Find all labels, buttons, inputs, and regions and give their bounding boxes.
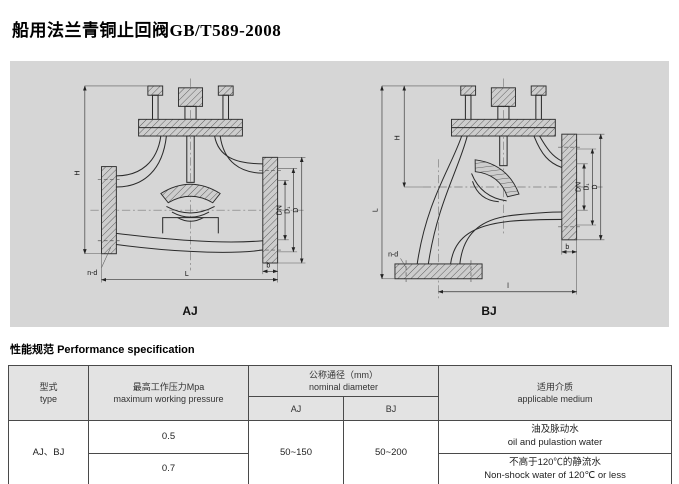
dim-d-label: D (293, 208, 300, 213)
col-diameter-bj: BJ (342, 396, 440, 422)
cell-medium-1: 油及脉动水 oil and pulastion water (438, 420, 673, 454)
dim-l-label: L (184, 271, 188, 278)
cell-medium-1-en: oil and pulastion water (507, 437, 603, 449)
cell-aj-range: 50~150 (248, 420, 344, 484)
col-medium-en: applicable medium (517, 394, 593, 405)
dim-d1-label: D₁ (583, 183, 590, 191)
col-type: 型式 type (8, 364, 89, 422)
col-diameter-aj: AJ (248, 396, 344, 422)
col-type-en: type (39, 394, 57, 405)
spec-heading: 性能规范 Performance specification (10, 341, 669, 357)
col-diameter-zh: 公称通径（mm） (309, 370, 378, 380)
dim-dn-label: DN (276, 205, 283, 215)
dim-nd-label: n-d (87, 270, 97, 277)
valve-disc (470, 159, 520, 203)
cell-medium-2: 不高于120℃的静流水 Non-shock water of 120℃ or l… (438, 452, 673, 484)
col-medium: 适用介质 applicable medium (438, 364, 673, 422)
cell-bj-range: 50~200 (342, 420, 440, 484)
col-medium-zh: 适用介质 (537, 382, 574, 392)
spec-heading-zh: 性能规范 (10, 344, 54, 356)
col-pressure: 最高工作压力Mpa maximum working pressure (88, 364, 249, 422)
bonnet-assembly (450, 85, 556, 167)
dimension-lines: H L DN D₁ D (74, 85, 305, 283)
dim-h-label: H (394, 135, 401, 140)
bj-drawing: H L l DN D₁ (372, 78, 604, 300)
spec-heading-en: Performance specification (57, 344, 195, 356)
figure-bj: H L l DN D₁ (369, 71, 610, 318)
valve-body (97, 135, 281, 264)
aj-drawing: H L DN D₁ D (74, 78, 305, 283)
dim-dn-label: DN (575, 182, 582, 192)
page-title: 船用法兰青铜止回阀GB/T589-2008 (12, 21, 282, 40)
bonnet-assembly (137, 85, 243, 183)
dim-h-label: H (74, 171, 81, 176)
dim-l-label: l (507, 283, 509, 290)
dim-d1-label: D₁ (284, 206, 291, 214)
col-diameter: 公称通径（mm） nominal diameter (247, 364, 440, 398)
col-type-zh: 型式 (39, 382, 58, 392)
aj-caption: AJ (182, 304, 198, 318)
col-diameter-en: nominal diameter (308, 382, 379, 393)
cell-pressure-1: 0.5 (88, 420, 249, 454)
cell-medium-2-en: Non-shock water of 120℃ or less (484, 469, 626, 481)
dim-b-label: b (266, 263, 270, 270)
dim-nd-label: n-d (388, 252, 398, 259)
cell-medium-2-zh: 不高于120℃的静流水 (509, 456, 601, 468)
col-pressure-en: maximum working pressure (113, 394, 224, 405)
col-pressure-zh: 最高工作压力Mpa (132, 382, 205, 392)
spec-table: 型式 type 最高工作压力Mpa maximum working pressu… (8, 364, 673, 484)
cell-type-value: AJ、BJ (8, 420, 89, 484)
drawing-panel: H L DN D₁ D (10, 61, 669, 327)
valve-body (393, 133, 580, 283)
cell-medium-1-zh: 油及脉动水 (531, 424, 579, 436)
dim-L-label: L (372, 208, 379, 212)
bj-caption: BJ (481, 304, 497, 318)
dim-d-label: D (592, 184, 599, 189)
valve-disc (159, 183, 221, 222)
dim-b-label: b (565, 244, 569, 251)
dimension-lines: H L l DN D₁ (372, 85, 604, 295)
cell-pressure-2: 0.7 (88, 452, 249, 484)
figure-aj: H L DN D₁ D (70, 71, 311, 318)
